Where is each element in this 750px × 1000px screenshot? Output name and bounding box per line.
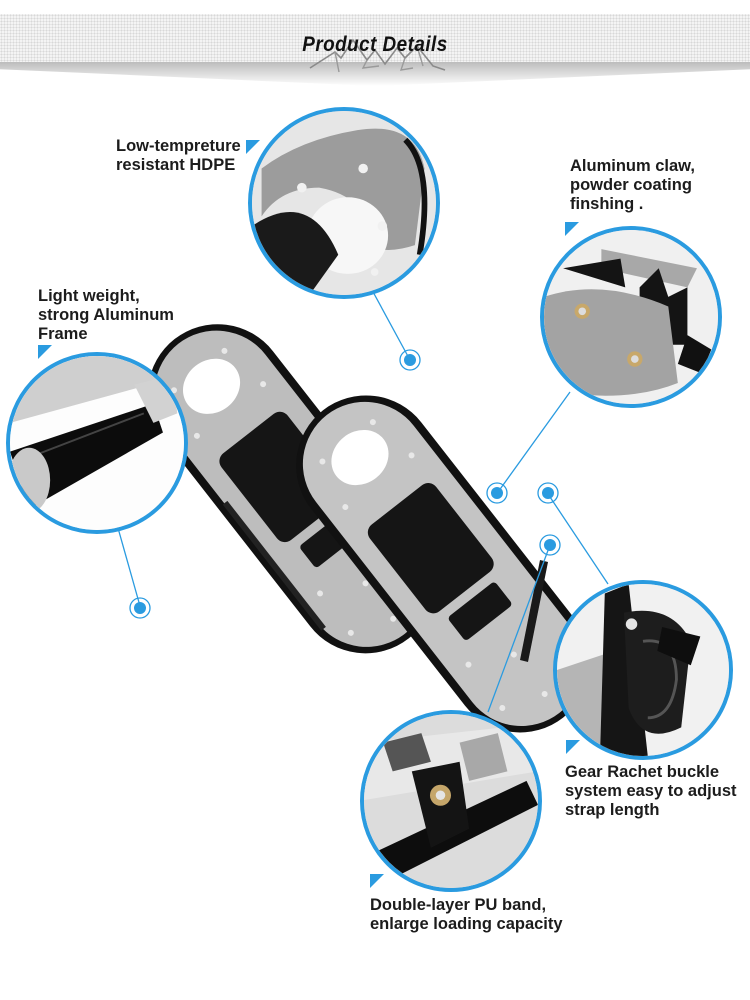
label-line: Light weight, [38, 287, 140, 305]
zoom-circle-frame [6, 352, 188, 534]
pointer-triangle-icon [565, 222, 579, 236]
pointer-triangle-icon [246, 140, 260, 154]
callout-label-buckle: Gear Rachet buckle system easy to adjust… [565, 763, 737, 820]
page-title: Product Details [302, 33, 448, 56]
label-line: Aluminum claw, [570, 157, 695, 175]
callout-label-pu-band: Double-layer PU band, enlarge loading ca… [370, 896, 563, 934]
zoom-circle-buckle [553, 580, 733, 760]
label-line: strap length [565, 801, 660, 819]
label-line: Low-tempreture [116, 137, 241, 155]
label-line: enlarge loading capacity [370, 915, 563, 933]
zoom-circle-claw [540, 226, 722, 408]
pointer-triangle-icon [566, 740, 580, 754]
banner-dotted-strip [0, 14, 750, 64]
zoom-circle-pu-band [360, 710, 542, 892]
label-line: Gear Rachet buckle [565, 763, 720, 781]
callout-label-frame: Light weight, strong Aluminum Frame [38, 287, 174, 344]
label-line: Frame [38, 325, 88, 343]
label-line: Double-layer PU band, [370, 896, 547, 914]
label-line: finshing . [570, 195, 644, 213]
label-line: system easy to adjust [565, 782, 737, 800]
header-banner: Product Details [0, 0, 750, 90]
pointer-triangle-icon [370, 874, 384, 888]
label-line: resistant HDPE [116, 156, 236, 174]
callout-label-hdpe: Low-tempreture resistant HDPE [116, 137, 241, 175]
callout-label-claw: Aluminum claw, powder coating finshing . [570, 157, 695, 214]
mountain-icon [309, 38, 446, 73]
label-line: powder coating [570, 176, 692, 194]
pointer-triangle-icon [38, 345, 52, 359]
zoom-circle-hdpe [248, 107, 440, 299]
label-line: strong Aluminum [38, 306, 174, 324]
